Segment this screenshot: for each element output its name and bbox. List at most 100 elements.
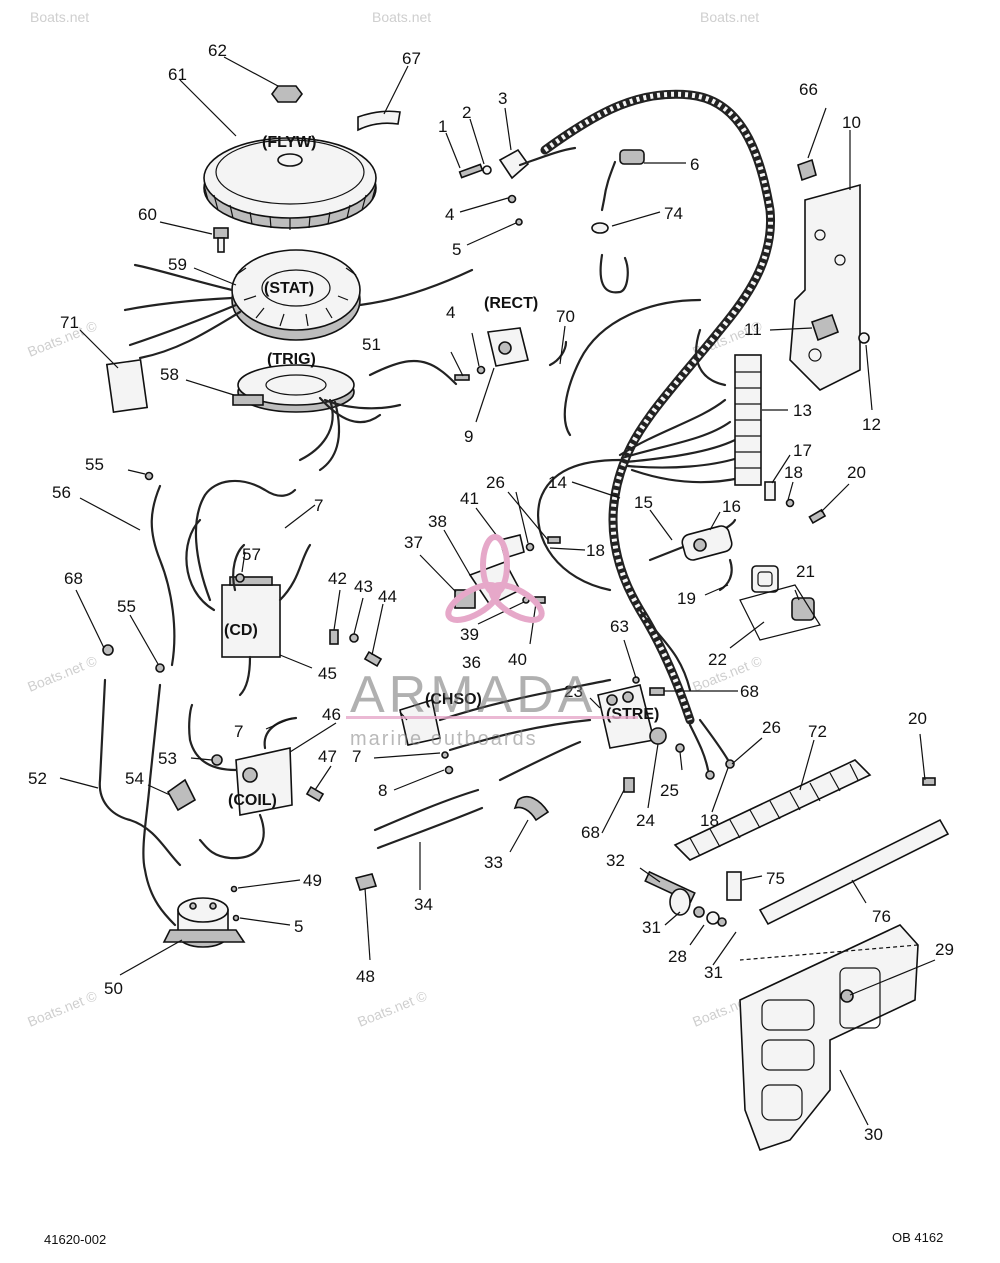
- callout-5: 5: [294, 917, 303, 936]
- watermark-site: Boats.net ©: [25, 652, 100, 695]
- callout-10: 10: [842, 113, 861, 132]
- callout-39: 39: [460, 625, 479, 644]
- boot-22: [751, 565, 779, 593]
- brand-logo-icon: [445, 534, 545, 623]
- screw-12: [858, 332, 870, 344]
- callout-7: 7: [314, 496, 323, 515]
- callout-51: 51: [362, 335, 381, 354]
- brand-name: ARMADA: [350, 666, 596, 724]
- leader-lines: [59, 56, 936, 1126]
- small-parts-right: [764, 481, 827, 525]
- callout-55: 55: [85, 455, 104, 474]
- footer: 41620-002 OB 4162: [44, 1230, 943, 1247]
- trigger-arm: [232, 394, 264, 406]
- component-label-flywheel: (FLYW): [262, 134, 317, 151]
- watermark-site: Boats.net: [372, 9, 431, 25]
- callout-70: 70: [556, 307, 575, 326]
- callout-68: 68: [740, 682, 759, 701]
- flywheel-hub: [277, 153, 303, 167]
- callout-66: 66: [799, 80, 818, 99]
- coil-assembly: (COIL): [166, 703, 325, 860]
- callout-18: 18: [586, 541, 605, 560]
- callout-8: 8: [378, 781, 387, 800]
- flywheel-assembly: (FLYW): [203, 85, 401, 230]
- flywheel-key: [357, 110, 401, 132]
- callout-76: 76: [872, 907, 891, 926]
- nut-24: [649, 727, 667, 745]
- callout-5: 5: [452, 240, 461, 259]
- callout-48: 48: [356, 967, 375, 986]
- component-label-choke-solenoid: (CHSO): [425, 691, 482, 708]
- callout-47: 47: [318, 747, 337, 766]
- flywheel-nut: [271, 85, 303, 103]
- callout-63: 63: [610, 617, 629, 636]
- terminal-block-13: [734, 354, 762, 486]
- ground-terminal-3: [498, 148, 530, 180]
- callout-60: 60: [138, 205, 157, 224]
- callout-43: 43: [354, 577, 373, 596]
- component-label-starter-solenoid: (STRE): [606, 706, 659, 723]
- callout-74: 74: [664, 204, 683, 223]
- callout-28: 28: [668, 947, 687, 966]
- ignition-coil: [235, 747, 293, 816]
- drawing-number: 41620-002: [44, 1232, 106, 1247]
- callout-52: 52: [28, 769, 47, 788]
- callout-20: 20: [908, 709, 927, 728]
- callout-32: 32: [606, 851, 625, 870]
- component-label-stator: (STAT): [264, 280, 314, 297]
- callout-57: 57: [242, 545, 261, 564]
- callout-46: 46: [322, 705, 341, 724]
- left-cables: [98, 471, 182, 927]
- bracket-10: [789, 183, 861, 391]
- part-75: [726, 871, 742, 901]
- callout-71: 71: [60, 313, 79, 332]
- cover-33: [513, 796, 550, 822]
- callout-19: 19: [677, 589, 696, 608]
- callout-56: 56: [52, 483, 71, 502]
- callout-68: 68: [581, 823, 600, 842]
- callout-49: 49: [303, 871, 322, 890]
- callout-53: 53: [158, 749, 177, 768]
- boot-54: [166, 778, 197, 812]
- callout-16: 16: [722, 497, 741, 516]
- component-label-cd: (CD): [224, 622, 258, 639]
- callout-20: 20: [847, 463, 866, 482]
- callout-55: 55: [117, 597, 136, 616]
- small-parts-top: [458, 146, 645, 294]
- callout-75: 75: [766, 869, 785, 888]
- trigger-ring: [237, 364, 355, 406]
- callout-18: 18: [700, 811, 719, 830]
- callout-24: 24: [636, 811, 655, 830]
- sheet-code: OB 4162: [892, 1230, 943, 1245]
- callout-21: 21: [796, 562, 815, 581]
- rectifier-assembly: (RECT): [368, 295, 568, 386]
- callout-14: 14: [548, 473, 567, 492]
- callout-30: 30: [864, 1125, 883, 1144]
- callout-26: 26: [762, 718, 781, 737]
- choke-solenoid-assembly: (CHSO): [399, 678, 612, 775]
- callout-33: 33: [484, 853, 503, 872]
- screw-60: [213, 227, 229, 253]
- watermark-site: Boats.net: [700, 9, 759, 25]
- callout-4: 4: [445, 205, 454, 224]
- main-wiring-harness: [537, 89, 776, 725]
- callout-45: 45: [318, 664, 337, 683]
- callout-58: 58: [160, 365, 179, 384]
- boot-assembly: [739, 565, 821, 641]
- callout-13: 13: [793, 401, 812, 420]
- callout-38: 38: [428, 512, 447, 531]
- ignition-switch-16: [681, 525, 733, 592]
- callout-12: 12: [862, 415, 881, 434]
- stator-assembly: (STAT): [123, 249, 474, 360]
- callout-36: 36: [462, 653, 481, 672]
- screws-42-44: [329, 629, 383, 668]
- callout-50: 50: [104, 979, 123, 998]
- callout-59: 59: [168, 255, 187, 274]
- stud-assembly-32: [644, 870, 727, 927]
- callout-17: 17: [793, 441, 812, 460]
- starter-solenoid-assembly: (STRE): [597, 676, 735, 793]
- callout-67: 67: [402, 49, 421, 68]
- bracket-assembly: [789, 158, 870, 391]
- callout-62: 62: [208, 41, 227, 60]
- cd-module-assembly: (CD): [185, 479, 312, 697]
